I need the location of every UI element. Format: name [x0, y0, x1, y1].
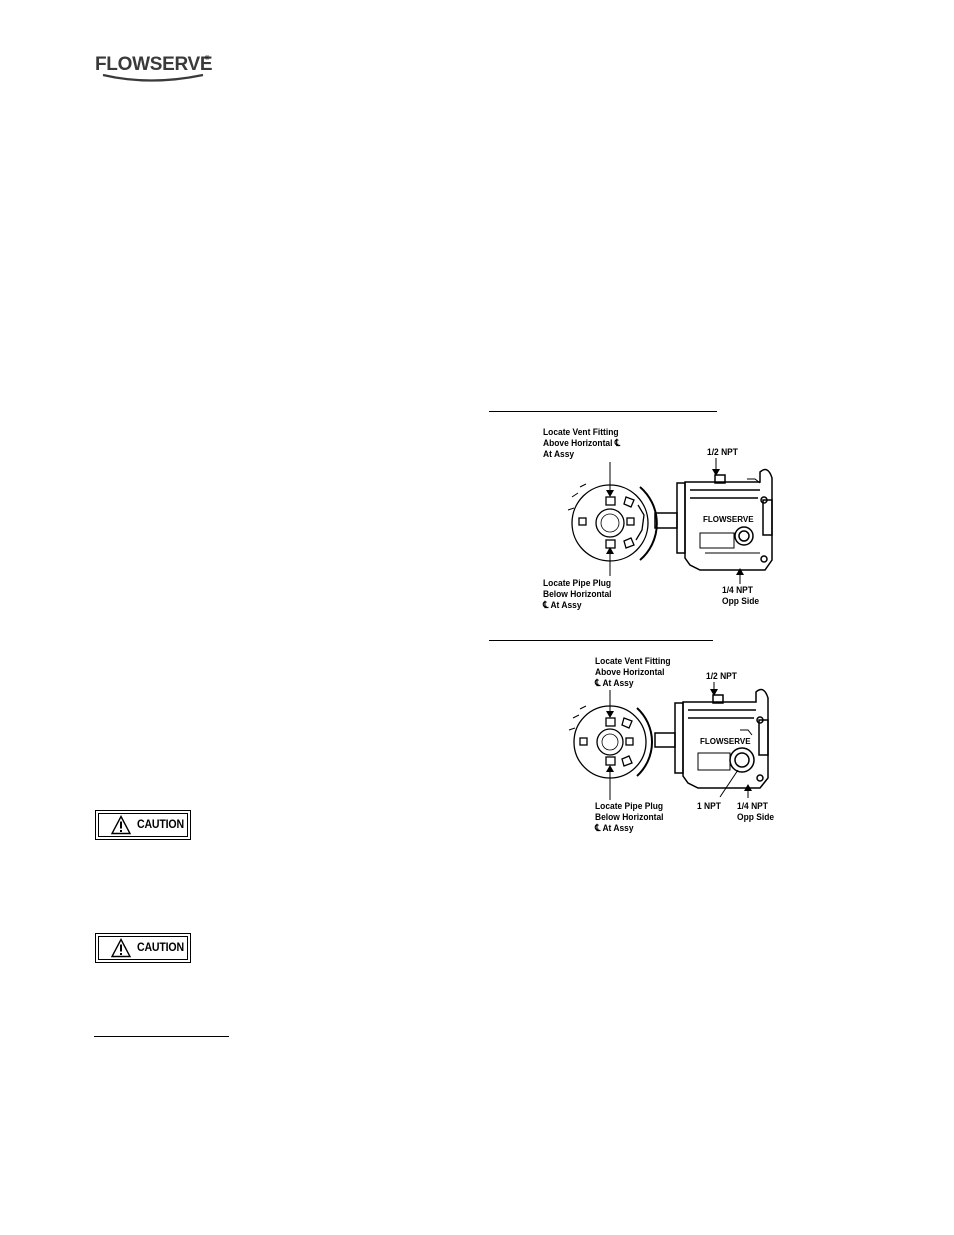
figure2-top-rule — [489, 640, 713, 641]
warning-triangle-icon — [110, 938, 132, 958]
figure1-flange-disc — [567, 483, 658, 562]
caution-label: CAUTION — [137, 942, 184, 954]
figure1-top-rule — [489, 411, 717, 412]
caution-label: CAUTION — [137, 819, 184, 831]
figure2-pump-brand: FLOWSERVE — [700, 737, 751, 746]
caution-badge-1: CAUTION — [95, 810, 191, 840]
logo-text: FLOWSERVE — [95, 54, 213, 75]
figure1-pump-brand: FLOWSERVE — [703, 515, 754, 524]
caution-badge-2: CAUTION — [95, 933, 191, 963]
figure1-half-npt-label: 1/2 NPT — [707, 447, 738, 458]
logo-swoosh-icon — [102, 73, 204, 82]
figure1-quarter-npt-label: 1/4 NPT Opp Side — [722, 585, 760, 607]
figure2-half-npt-label: 1/2 NPT — [706, 671, 737, 682]
warning-triangle-icon — [110, 815, 132, 835]
figure1-plug-label: Locate Pipe Plug Below Horizontal ℄ At A… — [543, 578, 612, 611]
flowserve-logo: FLOWSERVE ® — [95, 54, 213, 86]
figure2-quarter-npt-label: 1/4 NPT Opp Side — [737, 801, 775, 823]
figure1-vent-label: Locate Vent Fitting Above Horizontal ℄ A… — [543, 427, 621, 460]
figure1-pump-body — [654, 468, 773, 571]
figure2-vent-label: Locate Vent Fitting Above Horizontal ℄ A… — [595, 656, 671, 689]
figure2-plug-label: Locate Pipe Plug Below Horizontal ℄ At A… — [595, 801, 664, 834]
figure2-one-npt-label: 1 NPT — [697, 801, 721, 812]
logo-registered-mark: ® — [205, 56, 210, 62]
figure2-pump-body — [654, 688, 769, 789]
section-rule — [94, 1036, 229, 1037]
